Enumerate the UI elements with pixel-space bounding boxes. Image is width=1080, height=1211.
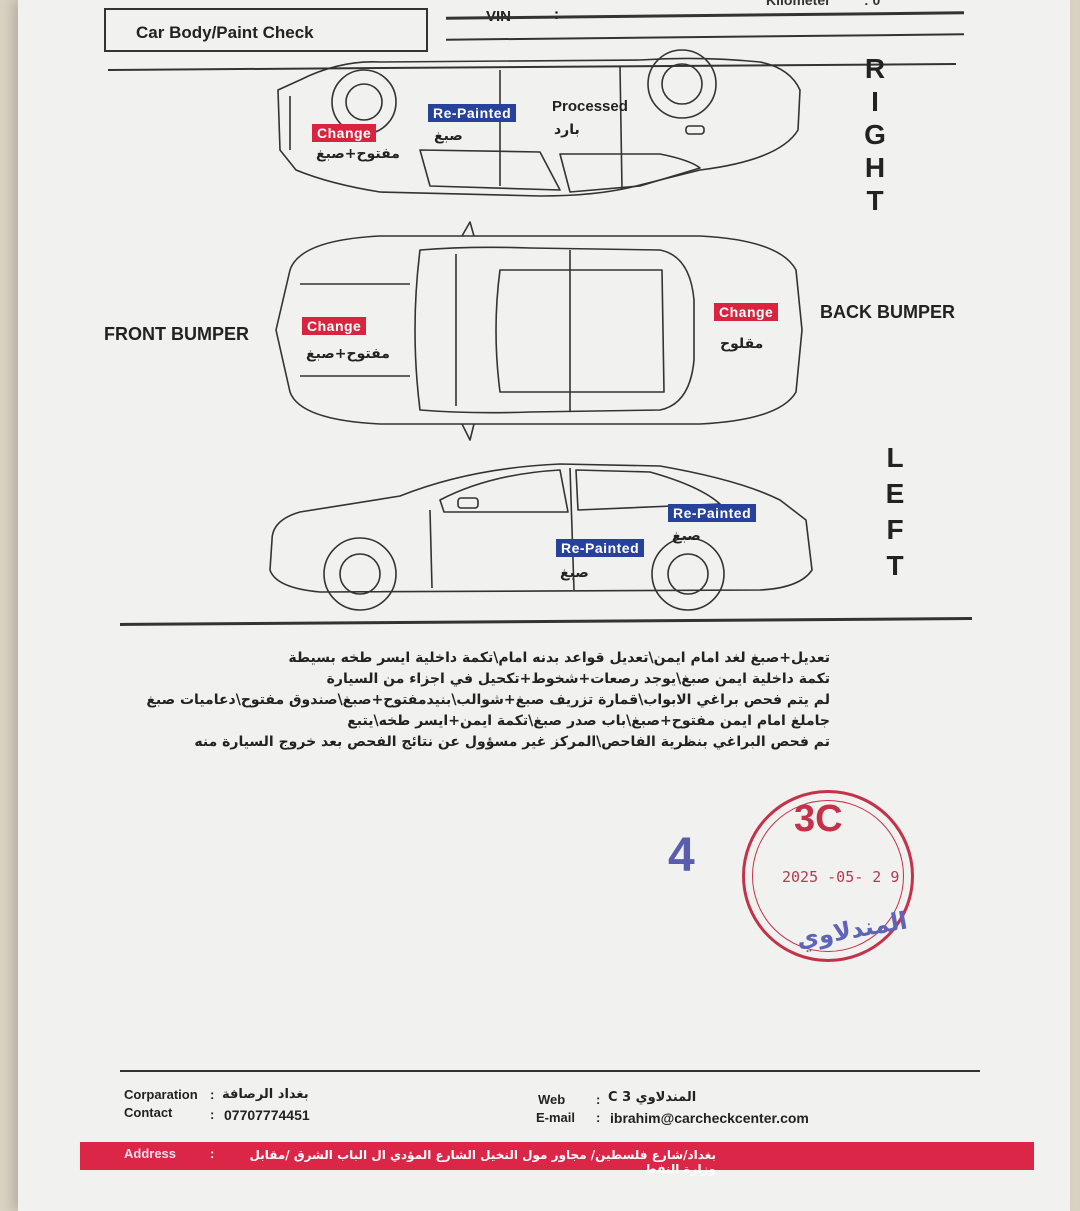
note-line: جاملغ امام ايمن مفتوح+صبغ\باب صدر صبغ\تك…: [347, 713, 830, 729]
kilometer-label: Kilometer: [766, 0, 831, 8]
address-bar: [80, 1142, 1034, 1170]
web-label: Web: [538, 1092, 566, 1107]
right-change-tag: Change: [312, 124, 377, 142]
back-change-note: مقلوح: [720, 336, 764, 352]
left-letter: F: [886, 514, 904, 545]
front-bumper-label: FRONT BUMPER: [104, 324, 249, 344]
inspection-sheet: [18, 0, 1070, 1211]
contact-colon: :: [210, 1107, 215, 1122]
left-repainted-tag-rear: Re-Painted: [668, 504, 757, 522]
contact-value: 07707774451: [224, 1107, 310, 1123]
right-side-label: R I G H T: [860, 52, 890, 217]
stamp-inner-ring: [752, 800, 904, 952]
right-letter: T: [866, 185, 884, 216]
address-colon: :: [210, 1146, 215, 1161]
contact-label: Contact: [124, 1105, 173, 1120]
front-change-tag: Change: [302, 317, 367, 335]
right-processed-note: بارد: [554, 122, 580, 138]
email-colon: :: [596, 1110, 601, 1125]
right-letter: H: [864, 152, 886, 183]
sheet-title: Car Body/Paint Check: [136, 23, 314, 42]
corporation-label: Corparation: [124, 1087, 198, 1102]
right-repainted-tag: Re-Painted: [428, 104, 517, 122]
left-repainted-tag-door: Re-Painted: [556, 539, 645, 557]
page-number: 4: [668, 829, 695, 882]
right-repainted-note: صبغ: [434, 128, 463, 144]
vin-colon: :: [554, 6, 559, 23]
stamp-code: 3C: [794, 798, 843, 840]
note-line: تكمة داخلية ايمن صبغ\يوجد رصعات+شخوط+تكح…: [326, 671, 830, 687]
email-value: ibrahim@carcheckcenter.com: [610, 1110, 809, 1126]
corporation-value: بغداد الرصافة: [222, 1087, 309, 1102]
right-letter: G: [864, 119, 886, 150]
left-repainted-note-door: صبغ: [560, 565, 589, 581]
right-letter: I: [871, 86, 879, 117]
sheet-title-box: Car Body/Paint Check: [104, 8, 428, 52]
left-letter: L: [886, 442, 904, 473]
right-change-note: مفتوح+صبغ: [316, 146, 400, 162]
front-change-note: مفتوح+صبغ: [306, 346, 390, 362]
inspection-notes: تعديل+صبغ لغد امام ايمن\تعديل قواعد بدنه…: [130, 648, 830, 753]
car-right-side-view: [277, 49, 801, 197]
note-line: تم فحص البراغي بنظرية الفاحص\المركز غير …: [194, 734, 830, 750]
right-letter: R: [864, 53, 886, 84]
stamp-date: 2025 -05- 2 9: [782, 868, 900, 886]
web-value: المندلاوي 3 C: [608, 1090, 697, 1105]
back-change-tag: Change: [714, 303, 779, 321]
right-processed-tag: Processed: [552, 98, 628, 115]
stamp-outer-ring: [742, 790, 914, 962]
web-colon: :: [596, 1092, 601, 1107]
kilometer-value: : 0: [864, 0, 881, 8]
corporation-colon: :: [210, 1087, 215, 1102]
address-value: بغداد/شارع فلسطين/ مجاور مول النخيل الشا…: [249, 1148, 716, 1176]
left-letter: T: [886, 550, 904, 581]
email-label: E-mail: [536, 1110, 576, 1125]
left-letter: E: [885, 478, 905, 509]
note-line: لم يتم فحص براغي الابواب\قمارة تزريف صبغ…: [146, 692, 830, 708]
car-diagrams: [269, 49, 813, 611]
note-line: تعديل+صبغ لغد امام ايمن\تعديل قواعد بدنه…: [288, 650, 830, 666]
car-top-view: [275, 221, 803, 441]
left-side-label: L E F T: [880, 440, 910, 584]
left-repainted-note-rear: صبغ: [672, 528, 701, 544]
back-bumper-label: BACK BUMPER: [820, 302, 955, 322]
car-left-side-view: [269, 463, 813, 611]
address-label: Address: [124, 1146, 177, 1161]
footer-divider: [120, 1070, 980, 1072]
